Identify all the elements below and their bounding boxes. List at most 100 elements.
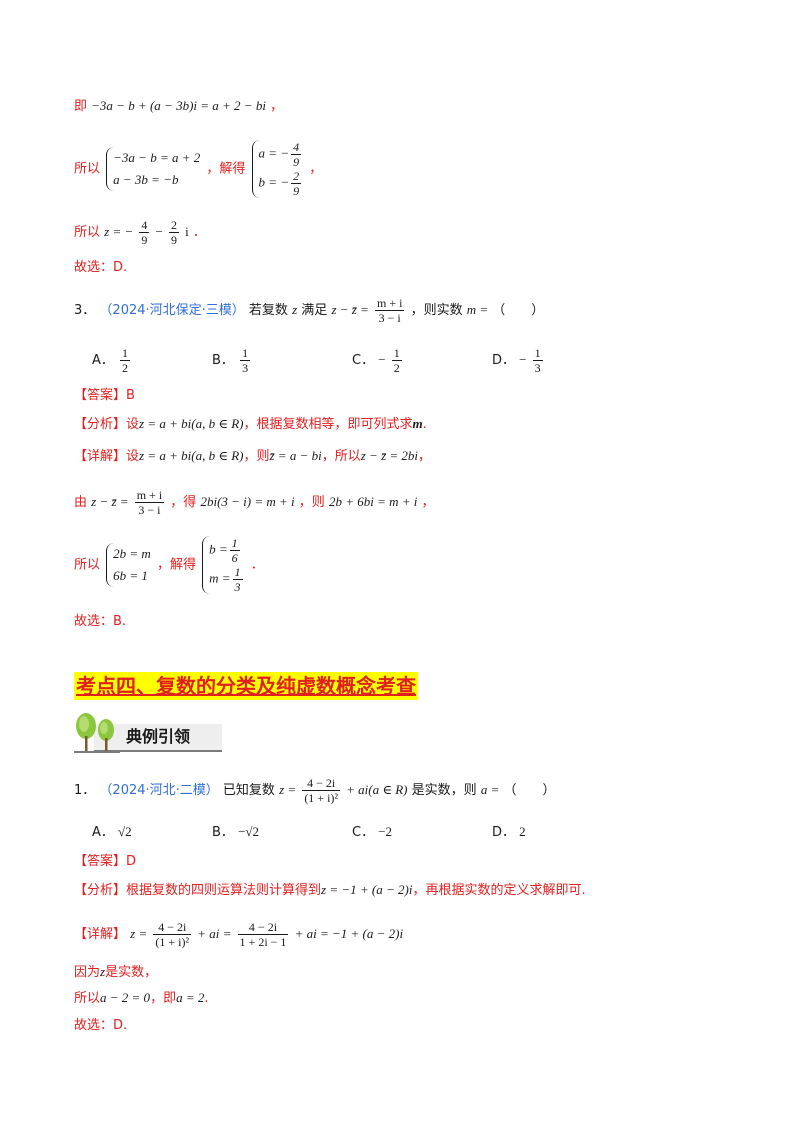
prev-line-3-frac-1-num: 4 — [139, 218, 150, 233]
q1-option-a[interactable]: A． √2 — [92, 822, 132, 843]
prev-line-2: 所以 −3a − b = a + 2 a − 3b = −b ，解得 a = −… — [74, 140, 322, 198]
prev-system-eq-1: −3a − b = a + 2 — [113, 150, 201, 165]
q1-option-d-letter: D． — [492, 825, 516, 840]
q3-detail-a: 设 — [126, 449, 140, 464]
q1-answer-value: D — [126, 854, 137, 869]
prev-system-eq-2: a − 3b = −b — [113, 172, 179, 187]
q3-analysis-a: 设 — [126, 417, 140, 432]
q3-sol-b-den: 6 — [231, 551, 238, 565]
q3-paren: （ ） — [492, 303, 545, 318]
q1-detail-frac-1-num: 4 − 2i — [153, 920, 192, 935]
q1-because-a: 因为 — [74, 965, 101, 980]
q3-option-d-den: 3 — [534, 361, 541, 375]
q1-detail-mid-2: + ai = −1 + (a − 2)i — [294, 926, 404, 941]
q3-option-c-den: 2 — [393, 361, 400, 375]
prev-line-1: 即 −3a − b + (a − 3b)i = a + 2 − bi ， — [74, 96, 283, 117]
q1-detail-frac-2-num: 4 − 2i — [237, 920, 289, 935]
prev-line-1-prefix: 即 — [74, 99, 88, 114]
q1-text-a: 已知复数 — [222, 783, 275, 798]
q3-sys-prefix: 所以 — [74, 557, 101, 573]
q3-system: 2b = m 6b = 1 — [106, 543, 151, 587]
prev-sol-a-num: 4 — [291, 140, 302, 155]
q1-option-b-value: −√2 — [238, 824, 260, 839]
q3-analysis-end: . — [422, 417, 427, 432]
q3-by-num: m + i — [134, 488, 165, 503]
q1-source: （2024·河北·二模） — [99, 783, 219, 798]
prev-line-3-z: z = − — [104, 224, 134, 239]
prev-line-2-prefix: 所以 — [74, 161, 101, 177]
q3-by-mid: ，得 — [170, 495, 197, 510]
q3-by: 由 — [74, 495, 88, 510]
q3-by-math-2: 2b + 6bi = m + i — [328, 494, 418, 509]
q3-system-eq-1: 2b = m — [113, 546, 151, 561]
q1-because-z: z — [100, 964, 106, 979]
q3-number: 3． — [74, 303, 96, 318]
q3-var-z: z — [292, 302, 298, 317]
q1-number: 1． — [74, 783, 96, 798]
q3-analysis-label: 【分析】 — [74, 417, 127, 432]
q1-final: 故选：D. — [74, 1018, 128, 1033]
q3-eq-lhs: z − z̄ = — [331, 302, 369, 317]
q1-analysis-a: 根据复数的四则运算法则计算得到 — [126, 883, 322, 898]
q1-analysis-math: z = −1 + (a − 2)i — [321, 882, 413, 897]
q1-option-c-letter: C． — [352, 825, 375, 840]
q1-option-c[interactable]: C． −2 — [352, 822, 392, 843]
q3-option-b-num: 1 — [240, 346, 251, 361]
q3-option-d-num: 1 — [532, 346, 543, 361]
q1-option-b-letter: B． — [212, 825, 234, 840]
q1-so-math-1: a − 2 = 0 — [100, 990, 151, 1005]
prev-line-2-end: ， — [309, 161, 323, 177]
prev-line-3-frac-2-den: 9 — [171, 233, 178, 247]
prev-line-1-equation: −3a − b + (a − 3b)i = a + 2 − bi — [91, 98, 266, 113]
q1-option-b[interactable]: B． −√2 — [212, 822, 259, 843]
prev-system: −3a − b = a + 2 a − 3b = −b — [106, 147, 200, 191]
prev-sol-b-lhs: b = − — [258, 174, 290, 190]
q3-option-c-sign: − — [378, 352, 386, 367]
prev-line-2-solve: ，解得 — [206, 161, 246, 177]
q3-text-b: 满足 — [301, 303, 328, 318]
q3-sol-m-lhs: m = — [209, 570, 231, 586]
q3-option-a-den: 2 — [122, 361, 129, 375]
q3-analysis-math: z = a + bi(a, b ∈ R) — [139, 416, 244, 431]
q3-option-a-letter: A． — [92, 353, 114, 368]
q3-sol-m-num: 1 — [232, 565, 243, 580]
q3-by-math-1: 2bi(3 − i) = m + i — [200, 494, 295, 509]
q3-text-a: 若复数 — [248, 303, 288, 318]
q3-by-den: 3 − i — [138, 503, 161, 517]
q3-var-m: m = — [466, 302, 489, 317]
q1-detail-frac-2-den: 1 + 2i − 1 — [239, 935, 287, 949]
q3-sys-end: ． — [250, 557, 264, 573]
q3-option-d-sign: − — [519, 352, 527, 367]
q3-by-end: ， — [421, 495, 435, 510]
q1-option-c-value: −2 — [378, 824, 393, 839]
q1-text-b: 是实数，则 — [411, 783, 477, 798]
q1-because: 因为z是实数， — [74, 962, 157, 983]
q3-eq-num: m + i — [375, 296, 405, 311]
q1-option-d[interactable]: D． 2 — [492, 822, 526, 843]
prev-line-3-minus: − — [155, 224, 163, 239]
q1-so-a: 所以 — [74, 991, 101, 1006]
q3-detail-c: ，所以 — [321, 449, 361, 464]
q1-detail-label: 【详解】 — [74, 927, 127, 942]
prev-line-3-prefix: 所以 — [74, 225, 101, 240]
q3-option-b-letter: B． — [212, 353, 234, 368]
q3-system-eq-2: 6b = 1 — [113, 568, 148, 583]
q1-eq-frac: 4 − 2i(1 + i)² — [302, 776, 341, 805]
